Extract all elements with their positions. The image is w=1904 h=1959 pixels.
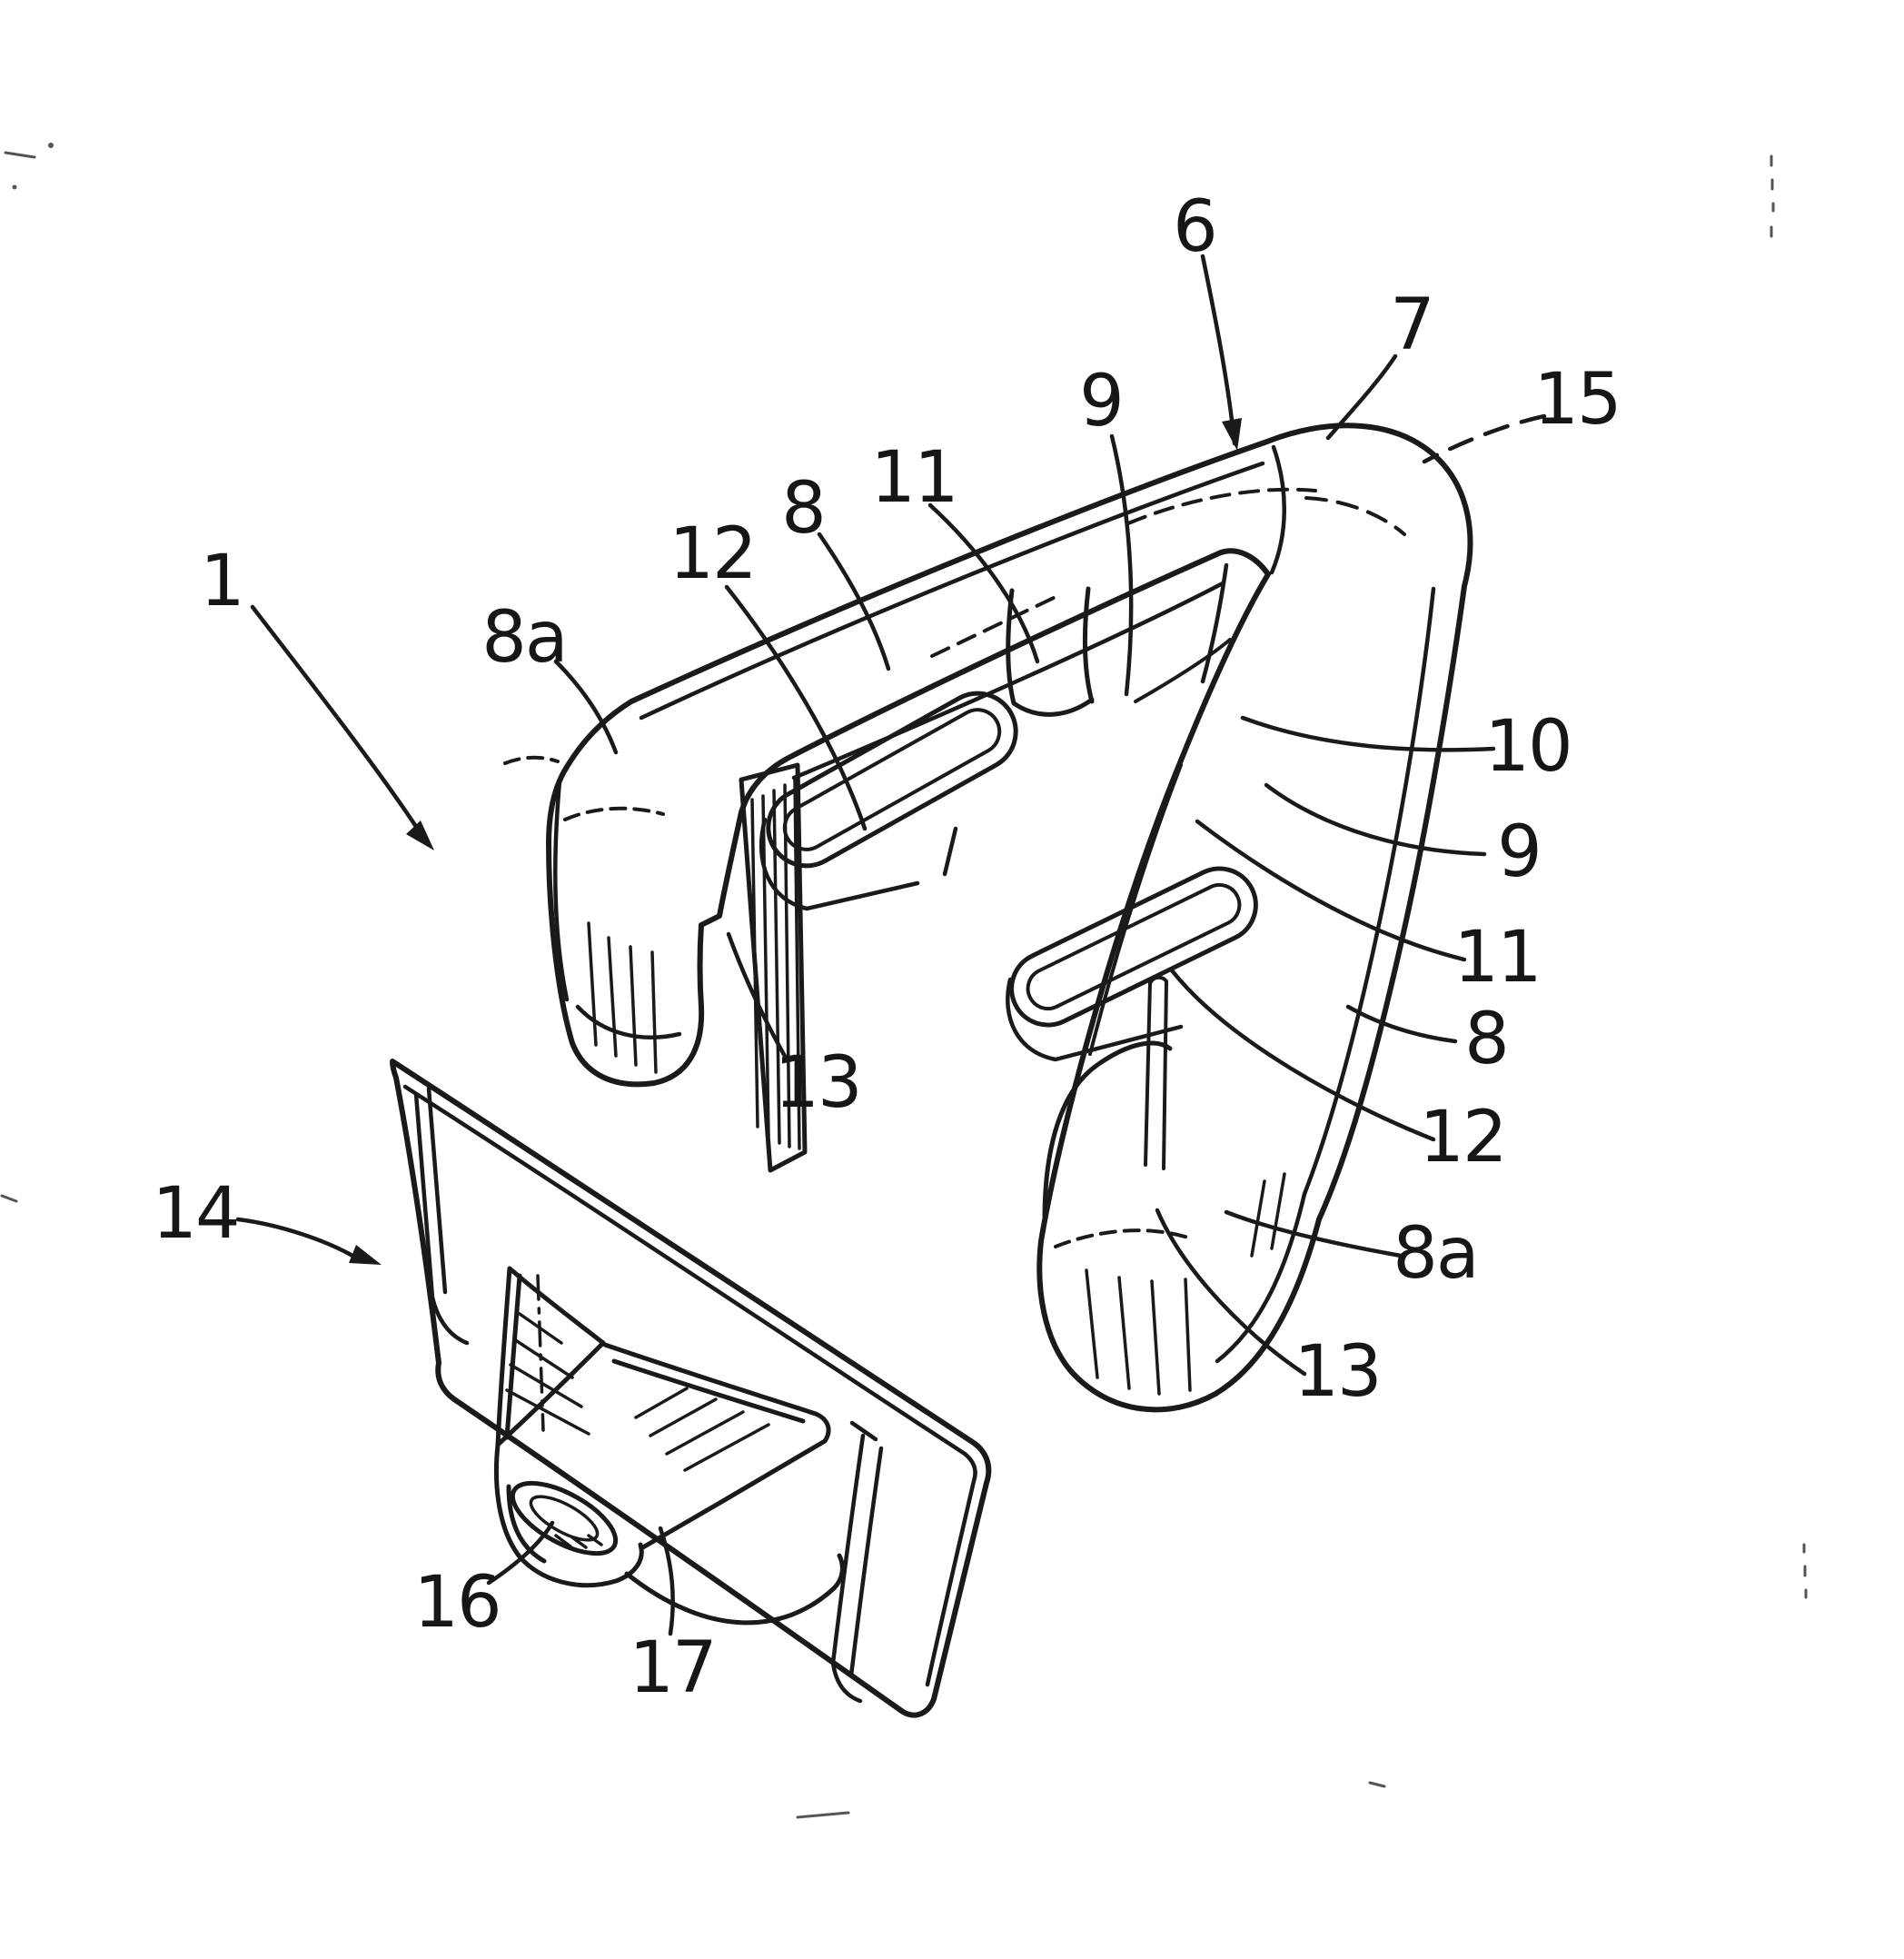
left-rail-outer xyxy=(766,691,1018,869)
leader-13-right xyxy=(1155,1208,1307,1377)
inner-corner-edge xyxy=(1200,562,1229,684)
leader-12-right xyxy=(1169,968,1436,1142)
corner-cap-divider xyxy=(1269,444,1286,575)
anchor-swoosh xyxy=(624,1553,845,1626)
right-rail-outer xyxy=(1009,866,1258,1028)
left-shoulder-hidden-edge xyxy=(503,755,560,765)
leader-17 xyxy=(658,1526,675,1636)
leader-9-top xyxy=(1109,433,1134,697)
clip-hatching xyxy=(587,778,1286,1396)
leader-8-left xyxy=(817,532,891,671)
plate-left-flange xyxy=(413,1086,470,1346)
wing-hatching xyxy=(505,1312,770,1549)
upper-wing-outline xyxy=(495,1266,606,1447)
cone-pod-outline xyxy=(494,1442,644,1588)
leader-16 xyxy=(486,1520,555,1586)
leader-11-left xyxy=(927,502,1040,664)
right-arm-bump xyxy=(1042,1040,1173,1222)
right-arm-edge-line xyxy=(1302,586,1436,1197)
leader-9-right xyxy=(1264,782,1487,857)
leader-8a-left xyxy=(553,659,619,755)
arrowhead-14 xyxy=(349,1245,382,1265)
inner-wall-edge xyxy=(791,581,1225,781)
inner-floor-line xyxy=(1134,638,1232,703)
leader-1 xyxy=(250,604,426,840)
left-rail-inner xyxy=(782,708,1002,851)
anchor-opening-inner xyxy=(529,1495,600,1542)
upper-wing-centerline xyxy=(536,1274,545,1432)
leader-lines xyxy=(235,254,1547,1636)
leader-12-left xyxy=(724,584,868,831)
plate-linework xyxy=(390,1059,992,1718)
clip-body-linework xyxy=(503,423,1473,1413)
leader-11-right xyxy=(1195,819,1467,962)
leader-15 xyxy=(1422,413,1547,464)
leader-14 xyxy=(235,1217,355,1258)
left-foot-top-line xyxy=(575,1004,682,1039)
corner-cap-hidden-edge xyxy=(1304,496,1406,536)
right-foot-edge-line xyxy=(1215,1191,1307,1364)
clip-rails xyxy=(759,691,1258,1062)
leader-13-left xyxy=(726,931,789,1062)
top-bar-edge-line xyxy=(639,461,1265,721)
right-rail-inner xyxy=(1026,882,1242,1011)
corner-hidden-edge xyxy=(1126,487,1317,525)
arrowhead-6 xyxy=(1222,418,1242,451)
retaining-pin xyxy=(1144,975,1168,1170)
inner-wall-hidden-edge xyxy=(930,594,1059,658)
left-foot-hidden-edge xyxy=(563,806,665,821)
front-wall xyxy=(739,762,808,1173)
right-foot-hidden-edge xyxy=(1054,1228,1195,1248)
arrowhead-1 xyxy=(406,820,434,850)
leader-7 xyxy=(1325,353,1398,441)
anchor-cone xyxy=(494,1266,845,1626)
clip-outline xyxy=(546,423,1473,1413)
scan-artifacts xyxy=(0,143,1808,1819)
leader-6 xyxy=(1200,254,1237,446)
right-wing-outline xyxy=(602,1342,831,1551)
leader-10 xyxy=(1240,715,1496,752)
leader-8a-right xyxy=(1224,1209,1403,1258)
right-rail-front-face xyxy=(1006,977,1184,1062)
plate-right-edge-line xyxy=(925,1451,977,1687)
leader-8-right xyxy=(1345,1004,1458,1044)
plate-right-flange xyxy=(830,1420,884,1704)
anchor-opening-outer xyxy=(510,1480,619,1556)
left-leg-edge-line xyxy=(553,779,570,1002)
plate-outline xyxy=(390,1059,992,1718)
plate-top-edge-line xyxy=(402,1084,967,1457)
